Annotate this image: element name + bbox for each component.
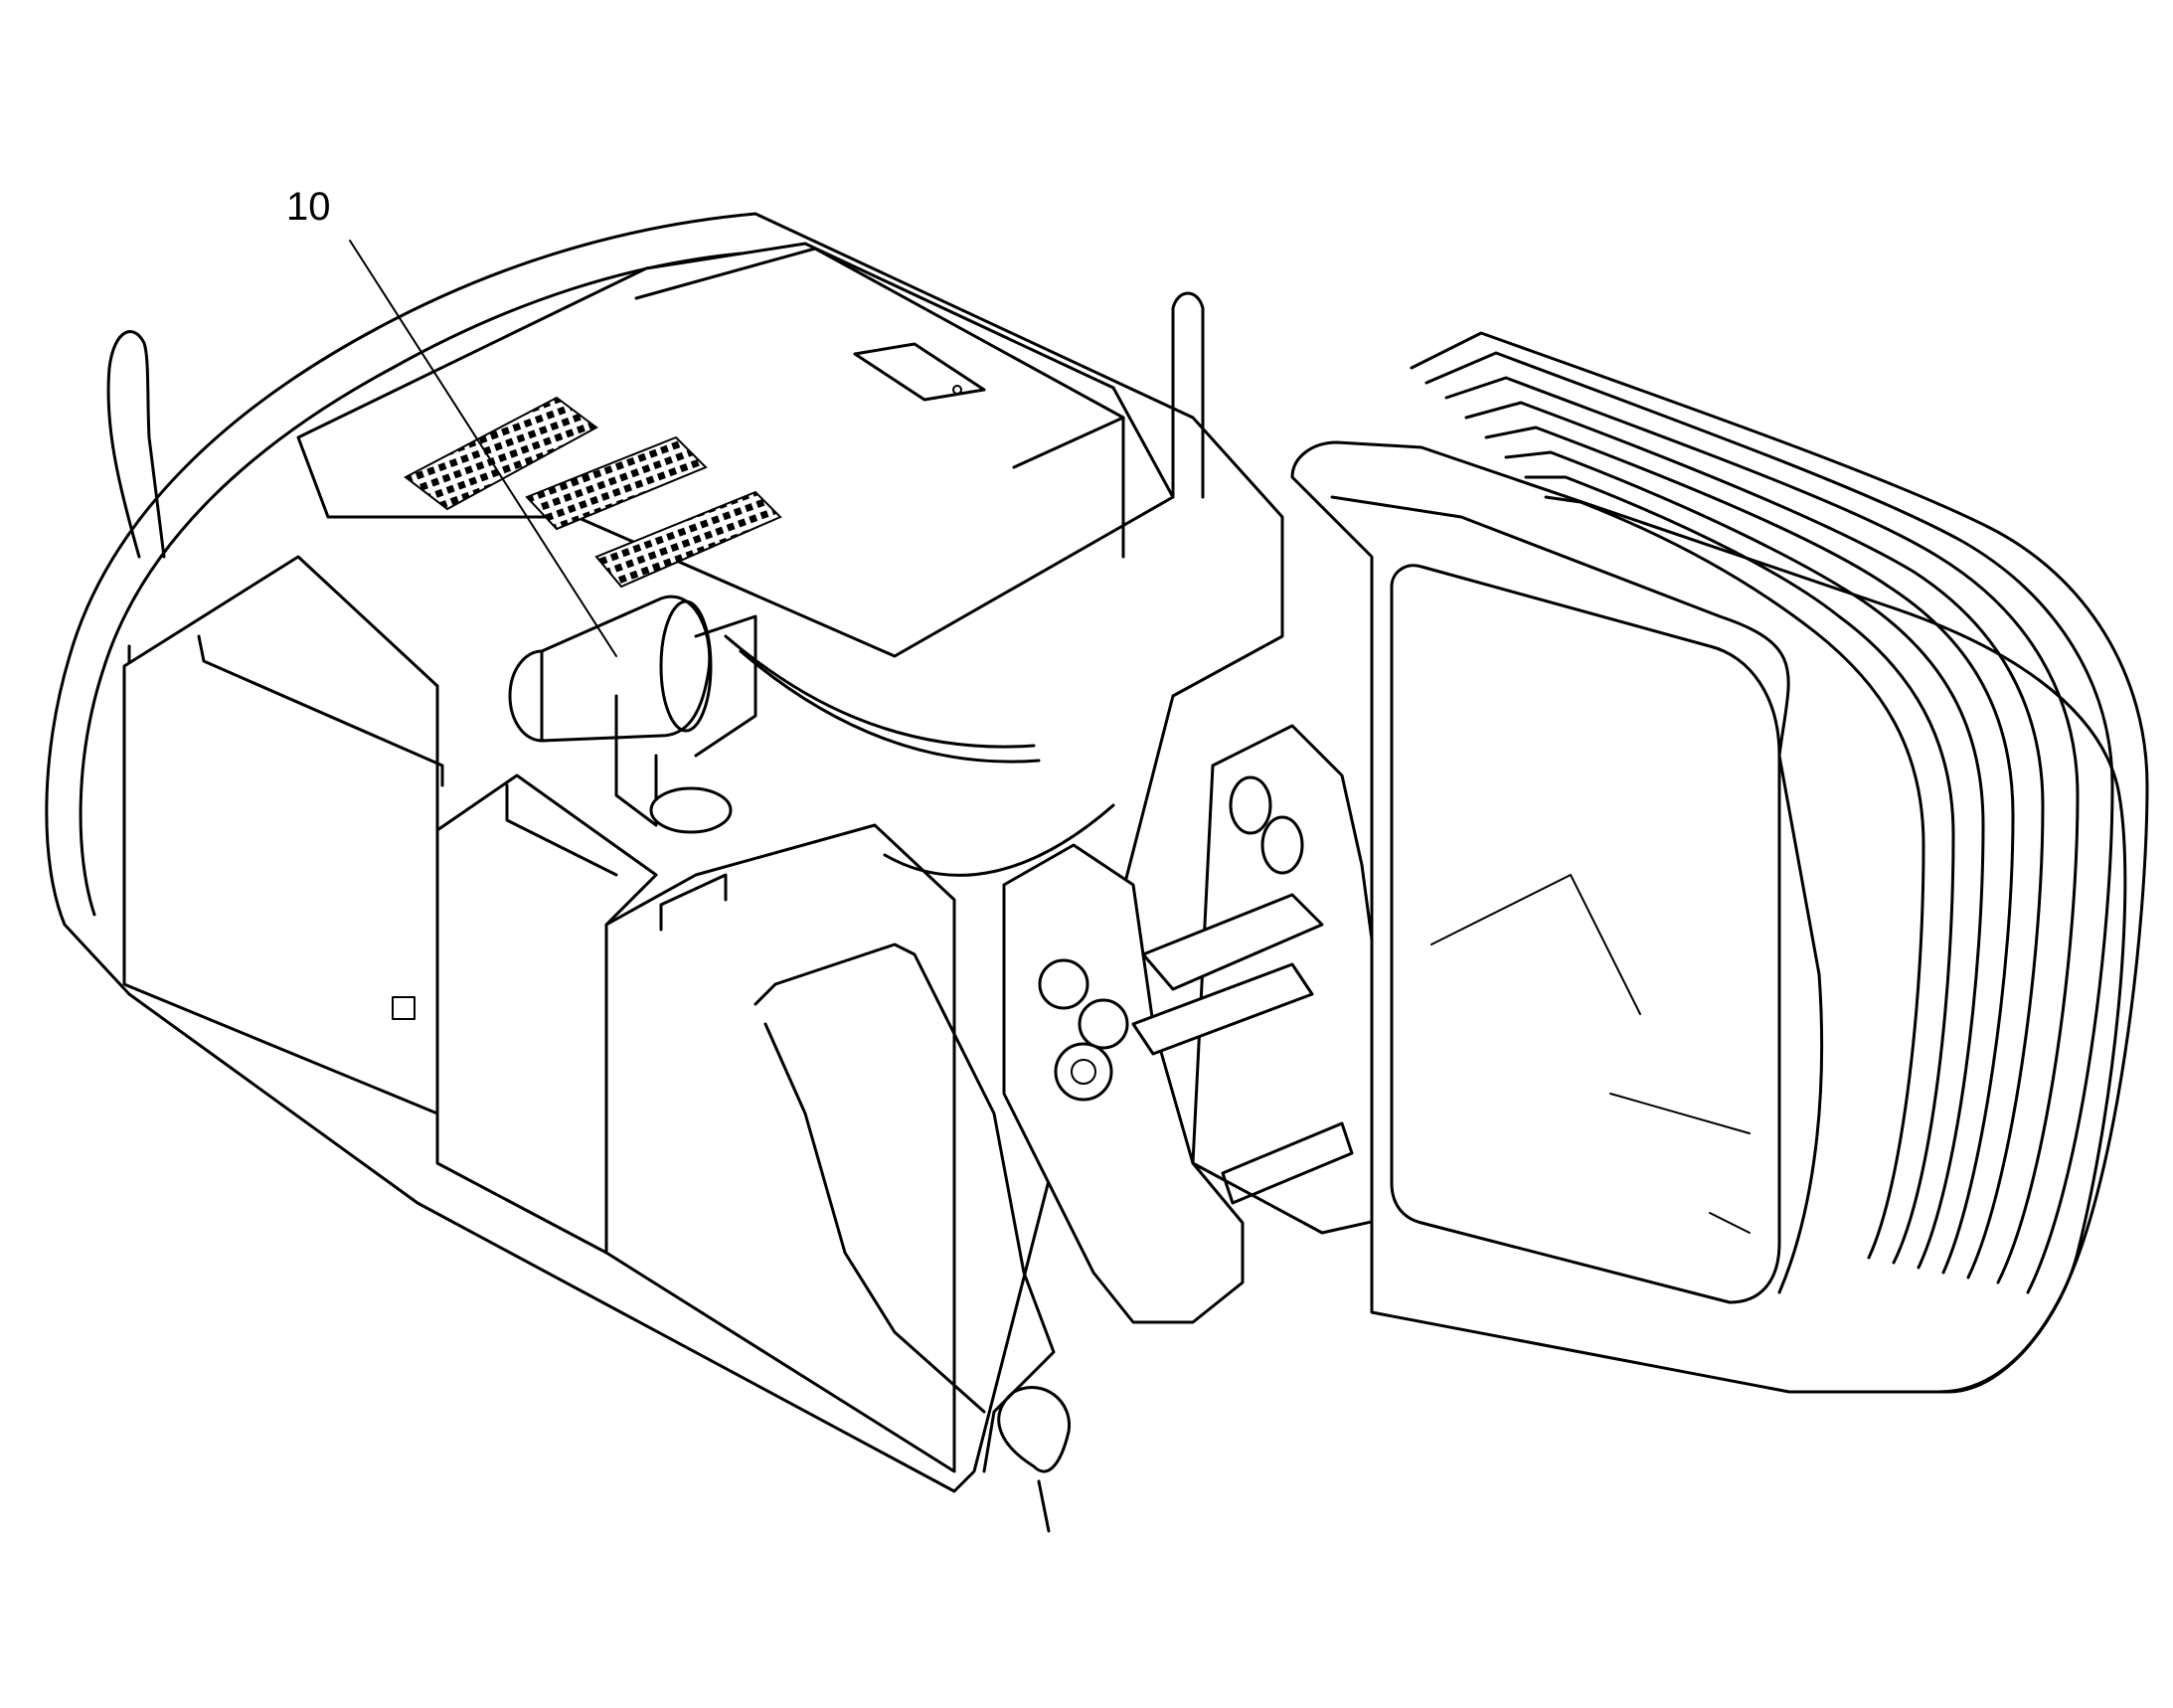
operator-cab	[1290, 440, 2127, 1394]
fuel-filler-cap	[649, 786, 733, 834]
hood-plate	[853, 342, 986, 402]
toolbox-and-tank	[435, 773, 956, 1473]
door-latch-icon	[392, 996, 416, 1020]
air-tank	[508, 595, 757, 834]
cab-guard-bars	[1410, 331, 2149, 1394]
callout-10-leader	[349, 240, 617, 657]
hydraulic-lines	[724, 634, 1115, 877]
callout-10-label: 10	[286, 185, 331, 229]
boom-pin	[1141, 893, 1324, 991]
front-step-guard	[753, 942, 1072, 1533]
handrails	[106, 291, 1205, 559]
